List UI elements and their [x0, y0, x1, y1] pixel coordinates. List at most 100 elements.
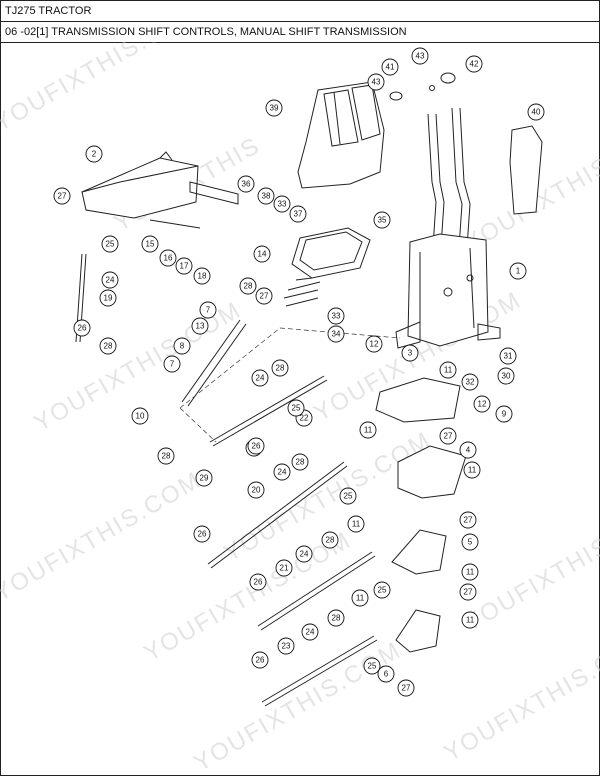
- pivot-rod-36: [149, 181, 239, 229]
- svg-text:11: 11: [352, 520, 361, 529]
- callout-24: 24: [251, 369, 269, 387]
- shift-plate-3: [375, 377, 461, 423]
- callout-13: 13: [191, 317, 209, 335]
- svg-text:16: 16: [164, 254, 173, 263]
- svg-text:36: 36: [242, 180, 251, 189]
- svg-text:25: 25: [344, 492, 353, 501]
- svg-text:24: 24: [106, 276, 115, 285]
- svg-text:25: 25: [292, 404, 301, 413]
- svg-text:30: 30: [502, 372, 511, 381]
- svg-text:26: 26: [198, 530, 207, 539]
- callout-35: 35: [373, 211, 391, 229]
- svg-text:22: 22: [300, 414, 309, 423]
- svg-text:11: 11: [356, 594, 365, 603]
- svg-text:17: 17: [180, 262, 189, 271]
- callout-31: 31: [499, 347, 517, 365]
- svg-text:24: 24: [300, 550, 309, 559]
- svg-text:33: 33: [332, 312, 341, 321]
- callout-23: 23: [277, 637, 295, 655]
- svg-text:6: 6: [384, 670, 389, 679]
- callout-20: 20: [247, 481, 265, 499]
- svg-text:24: 24: [278, 468, 287, 477]
- svg-text:28: 28: [244, 282, 253, 291]
- callout-group: 1 2 3 4 5 6 7 7 8 9 10 11 11 11 11 11 11…: [53, 47, 545, 697]
- callout-11: 11: [347, 515, 365, 533]
- svg-text:27: 27: [464, 588, 473, 597]
- watermark-text: YOUFIXTHIS: [460, 532, 600, 637]
- callout-18: 18: [193, 267, 211, 285]
- svg-text:31: 31: [504, 352, 513, 361]
- svg-text:27: 27: [58, 192, 67, 201]
- svg-text:24: 24: [256, 374, 265, 383]
- callout-27: 27: [255, 287, 273, 305]
- callout-41: 41: [381, 58, 399, 76]
- cable-rod-20: [207, 461, 348, 569]
- shift-plate-5: [391, 529, 447, 575]
- svg-text:11: 11: [466, 568, 475, 577]
- callout-28: 28: [327, 609, 345, 627]
- callout-39: 39: [265, 99, 283, 117]
- svg-text:7: 7: [206, 306, 211, 315]
- svg-text:40: 40: [532, 108, 541, 117]
- svg-text:28: 28: [296, 458, 305, 467]
- svg-text:18: 18: [198, 272, 207, 281]
- callout-5: 5: [461, 533, 479, 551]
- callout-42: 42: [465, 55, 483, 73]
- callout-11: 11: [439, 361, 457, 379]
- svg-text:23: 23: [282, 642, 291, 651]
- callout-3: 3: [401, 344, 419, 362]
- svg-text:13: 13: [196, 322, 205, 331]
- callout-36: 36: [237, 175, 255, 193]
- callout-24: 24: [101, 271, 119, 289]
- svg-text:32: 32: [466, 378, 475, 387]
- callout-28: 28: [157, 447, 175, 465]
- svg-text:3: 3: [408, 349, 413, 358]
- callout-8: 8: [173, 337, 191, 355]
- shift-boot-39: [297, 81, 385, 189]
- shift-plate-6: [395, 609, 441, 653]
- svg-text:11: 11: [466, 616, 475, 625]
- svg-text:15: 15: [146, 240, 155, 249]
- callout-27: 27: [459, 511, 477, 529]
- callout-30: 30: [497, 367, 515, 385]
- callout-14: 14: [253, 245, 271, 263]
- callout-15: 15: [141, 235, 159, 253]
- callout-11: 11: [359, 421, 377, 439]
- cable-rod-21: [257, 551, 376, 631]
- callout-43: 43: [411, 47, 429, 65]
- callout-28: 28: [321, 531, 339, 549]
- callout-26: 26: [193, 525, 211, 543]
- svg-text:1: 1: [516, 267, 521, 276]
- callout-28: 28: [239, 277, 257, 295]
- watermark-text: YOUFIXTHIS.COM: [440, 626, 600, 767]
- callout-26: 26: [251, 651, 269, 669]
- callout-25: 25: [373, 581, 391, 599]
- console-bracket-2: [81, 151, 199, 219]
- callout-24: 24: [273, 463, 291, 481]
- svg-text:12: 12: [370, 340, 379, 349]
- linkage-boundary: [179, 327, 401, 443]
- svg-text:14: 14: [258, 250, 267, 259]
- callout-10: 10: [131, 407, 149, 425]
- callout-28: 28: [99, 337, 117, 355]
- callout-29: 29: [195, 469, 213, 487]
- svg-text:9: 9: [502, 410, 507, 419]
- svg-text:19: 19: [104, 294, 113, 303]
- svg-text:43: 43: [372, 78, 381, 87]
- watermark-text: YOUFIXTHIS.COM: [190, 636, 407, 774]
- callout-26: 26: [73, 319, 91, 337]
- callout-38: 38: [257, 187, 275, 205]
- callout-12: 12: [365, 335, 383, 353]
- header-section-row: 06 -02[1] TRANSMISSION SHIFT CONTROLS, M…: [1, 22, 599, 43]
- callout-25: 25: [339, 487, 357, 505]
- cable-rod-22: [209, 375, 328, 447]
- callout-26: 26: [247, 437, 265, 455]
- svg-text:26: 26: [252, 442, 261, 451]
- callout-26: 26: [249, 573, 267, 591]
- header-model-row: TJ275 TRACTOR: [1, 1, 599, 22]
- svg-text:25: 25: [378, 586, 387, 595]
- callout-25: 25: [287, 399, 305, 417]
- callout-28: 28: [271, 359, 289, 377]
- callout-1: 1: [509, 262, 527, 280]
- svg-text:10: 10: [136, 412, 145, 421]
